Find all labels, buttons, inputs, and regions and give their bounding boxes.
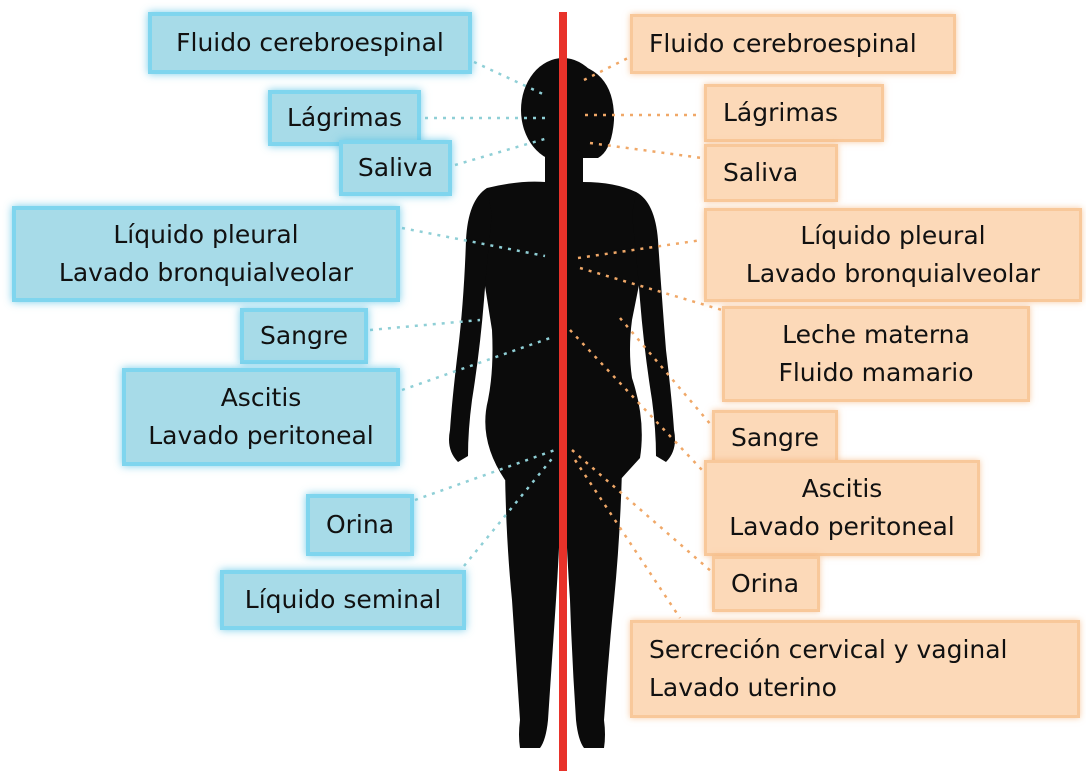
right-box-fluido-cerebroespinal: Fluido cerebroespinal [630,14,956,74]
right-box-orina: Orina [712,556,820,612]
label-lagrimas: Lágrimas [723,94,838,132]
label-sangre: Sangre [260,317,348,355]
right-box-saliva: Saliva [704,144,838,202]
left-box-liquido-seminal: Líquido seminal [220,570,466,630]
left-box-fluido-cerebroespinal: Fluido cerebroespinal [148,12,472,74]
label-secrecion-cervical: Sercreción cervical y vaginal [649,631,1008,669]
right-box-secrecion-cervical: Sercreción cervical y vaginal Lavado ute… [630,620,1080,718]
label-saliva: Saliva [723,154,798,192]
right-box-sangre: Sangre [712,410,838,466]
connector-left-saliva [455,138,548,165]
label-lagrimas: Lágrimas [287,99,402,137]
label-lavado-peritoneal: Lavado peritoneal [729,508,955,546]
label-fluido-cerebroespinal: Fluido cerebroespinal [649,25,917,63]
right-box-lagrimas: Lágrimas [704,84,884,142]
label-fluido-cerebroespinal: Fluido cerebroespinal [176,24,444,62]
label-orina: Orina [731,565,799,603]
label-lavado-bronquialveolar: Lavado bronquialveolar [59,254,353,292]
label-fluido-mamario: Fluido mamario [778,354,973,392]
label-sangre: Sangre [731,419,819,457]
label-liquido-seminal: Líquido seminal [245,581,441,619]
label-orina: Orina [326,506,394,544]
left-box-lagrimas: Lágrimas [268,90,421,146]
label-lavado-bronquialveolar: Lavado bronquialveolar [746,255,1040,293]
right-box-ascitis: Ascitis Lavado peritoneal [704,460,980,556]
left-box-ascitis: Ascitis Lavado peritoneal [122,368,400,466]
left-box-sangre: Sangre [240,308,368,364]
label-ascitis: Ascitis [221,379,302,417]
label-lavado-uterino: Lavado uterino [649,669,837,707]
label-saliva: Saliva [358,149,433,187]
left-box-liquido-pleural: Líquido pleural Lavado bronquialveolar [12,206,400,302]
label-ascitis: Ascitis [802,470,883,508]
label-lavado-peritoneal: Lavado peritoneal [148,417,374,455]
left-box-orina: Orina [306,494,414,556]
right-box-liquido-pleural: Líquido pleural Lavado bronquialveolar [704,208,1082,302]
left-box-saliva: Saliva [339,140,452,196]
label-liquido-pleural: Líquido pleural [113,216,298,254]
label-leche-materna: Leche materna [782,316,970,354]
label-liquido-pleural: Líquido pleural [800,217,985,255]
right-box-leche-materna: Leche materna Fluido mamario [722,306,1030,402]
